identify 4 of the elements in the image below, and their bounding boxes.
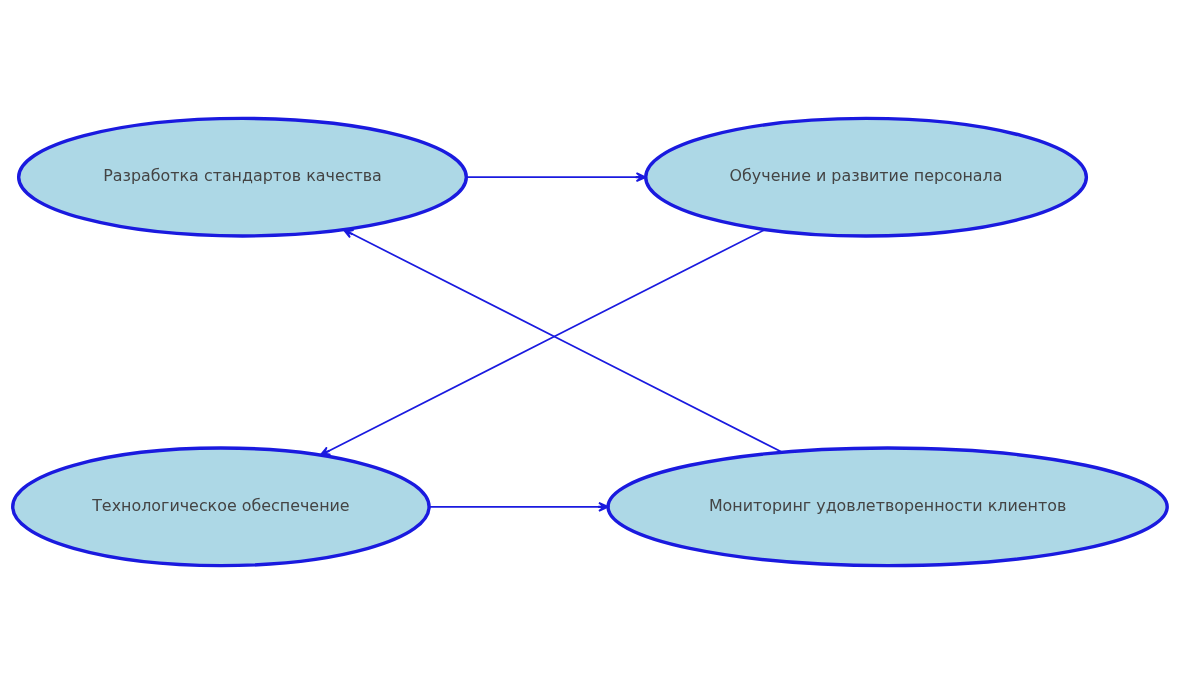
node-ellipse: Обучение и развитие персонала [644, 116, 1089, 238]
arrow [428, 501, 609, 512]
node-ellipse: Мониторинг удовлетворенности клиентов [606, 446, 1169, 568]
arrow [465, 172, 647, 183]
